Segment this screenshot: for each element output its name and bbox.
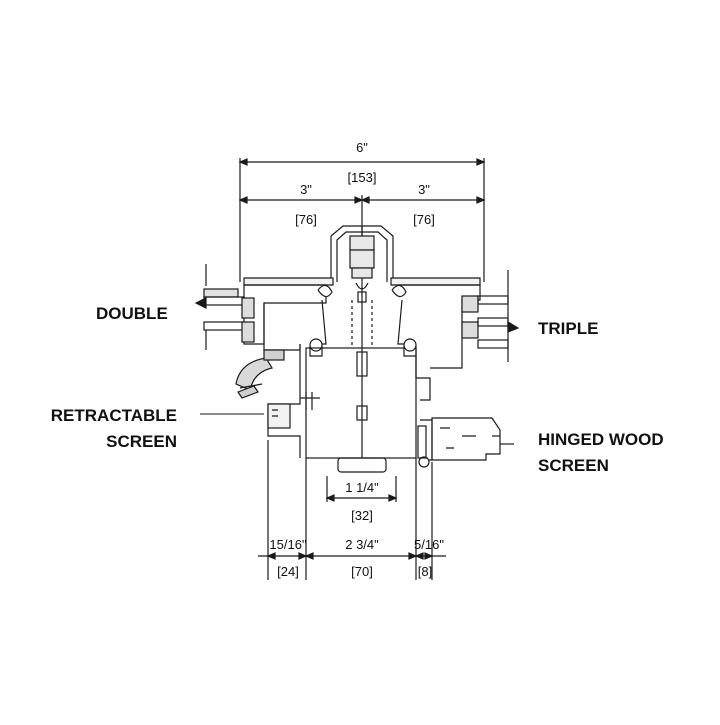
overall-dimension-imperial: 6" bbox=[356, 140, 368, 155]
half-dimension-lines bbox=[238, 195, 486, 290]
interior-jambs bbox=[305, 290, 417, 473]
left-depth-imperial: 15/16" bbox=[269, 537, 307, 552]
label-double: DOUBLE bbox=[96, 304, 168, 323]
label-retractable-line2: SCREEN bbox=[106, 432, 177, 451]
mullion-dimension-metric: [32] bbox=[351, 508, 373, 523]
overall-dimension-metric: [153] bbox=[348, 170, 377, 185]
right-frame-triple bbox=[390, 270, 520, 401]
left-half-metric: [76] bbox=[295, 212, 317, 227]
label-hinged-line2: SCREEN bbox=[538, 456, 609, 475]
left-half-imperial: 3" bbox=[300, 182, 312, 197]
label-retractable-line1: RETRACTABLE bbox=[51, 406, 177, 425]
overall-dimension-line bbox=[238, 158, 486, 282]
depth-dimension-lines bbox=[258, 440, 446, 580]
right-half-imperial: 3" bbox=[418, 182, 430, 197]
label-triple: TRIPLE bbox=[538, 319, 598, 338]
left-depth-metric: [24] bbox=[277, 564, 299, 579]
center-depth-imperial: 2 3/4" bbox=[345, 537, 379, 552]
mullion-dimension-line bbox=[325, 476, 398, 502]
mullion-dimension-imperial: 1 1/4" bbox=[345, 480, 379, 495]
center-depth-metric: [70] bbox=[351, 564, 373, 579]
label-hinged-line1: HINGED WOOD bbox=[538, 430, 664, 449]
left-frame-double bbox=[194, 264, 334, 357]
right-half-metric: [76] bbox=[413, 212, 435, 227]
hinged-wood-screen bbox=[417, 417, 501, 468]
right-depth-metric: [8] bbox=[418, 564, 432, 579]
right-depth-imperial: 5/16" bbox=[414, 537, 444, 552]
mullion-cap bbox=[330, 225, 394, 303]
crank-handle bbox=[235, 349, 285, 399]
retractable-screen bbox=[200, 344, 320, 458]
